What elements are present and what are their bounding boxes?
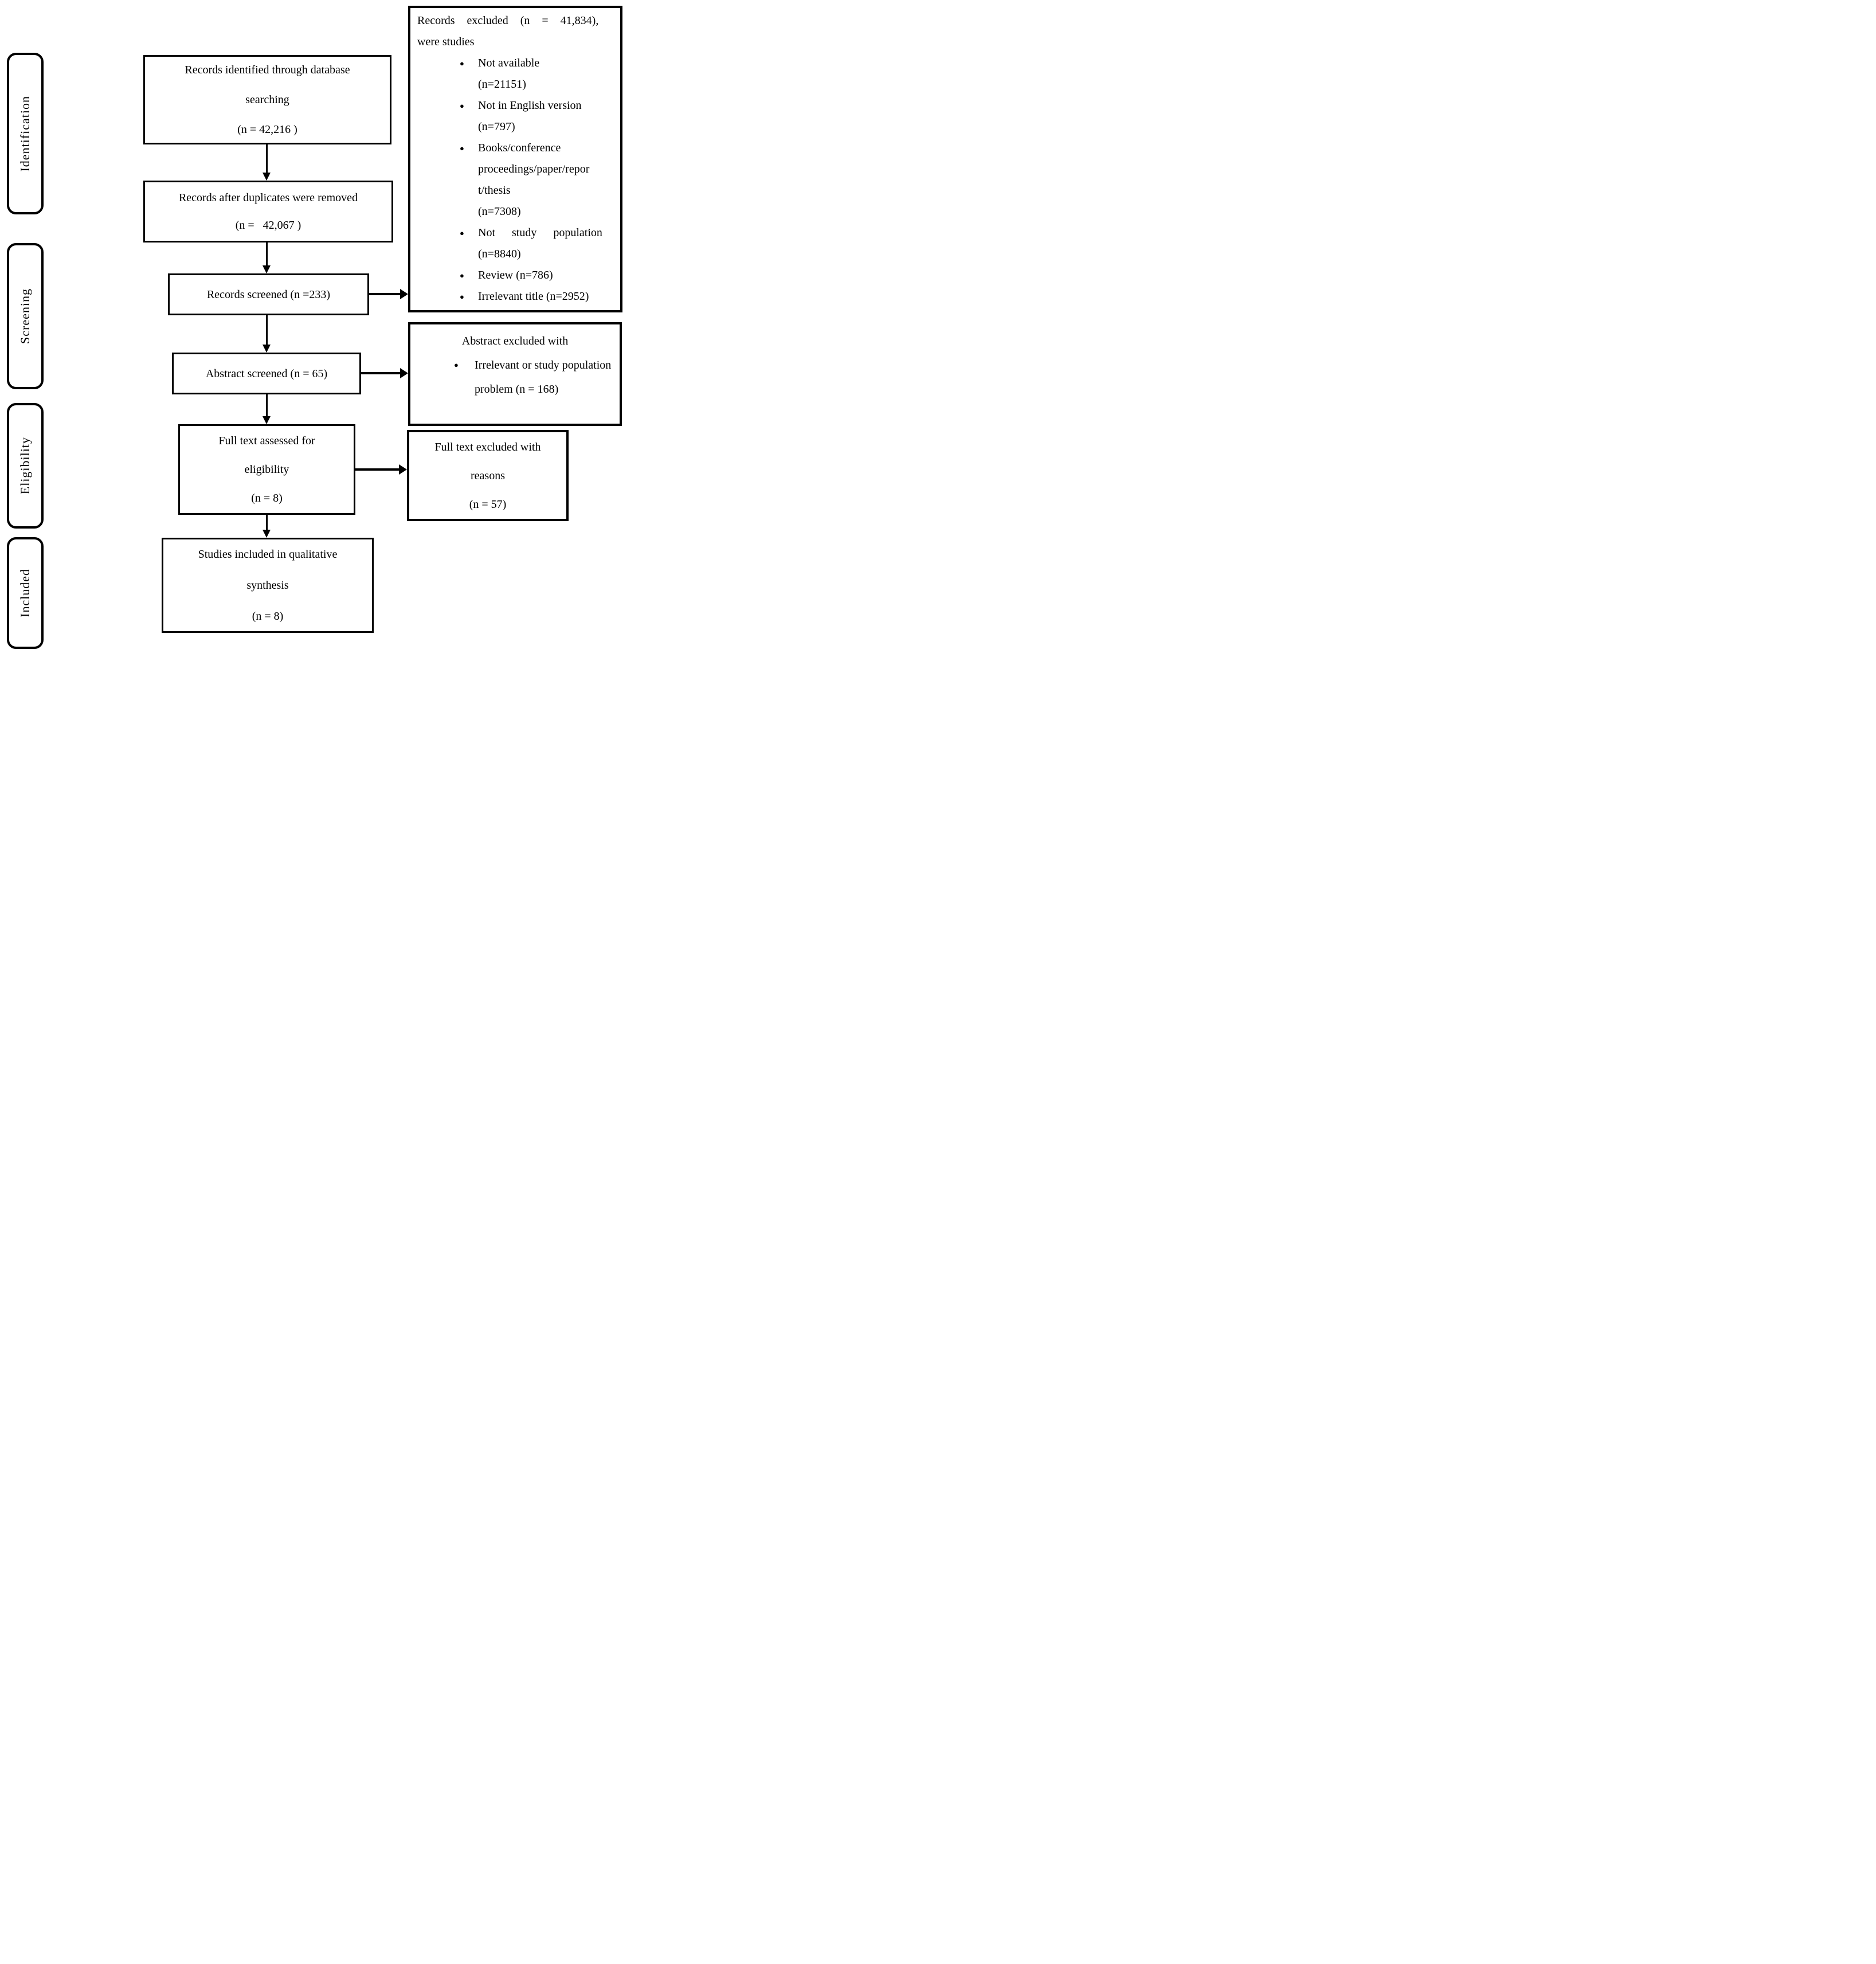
- records-excluded-reason-list: Not available (n=21151) Not in English v…: [417, 53, 613, 307]
- arrow-right-screened-to-excluded: [369, 289, 408, 299]
- exclusion-box-records-excluded: Records excluded (n = 41,834), were stud…: [408, 6, 622, 312]
- records-excluded-title: Records excluded (n = 41,834), were stud…: [417, 14, 599, 48]
- exclusion-reason-item: Not study population (n=8840): [457, 222, 613, 265]
- arrow-down-abstract-to-fulltext: [263, 394, 271, 424]
- exclusion-reason-item: Irrelevant or study population problem (…: [452, 353, 613, 401]
- arrow-right-fulltext-to-excluded: [355, 464, 407, 475]
- flow-box-records-screened: Records screened (n =233): [168, 273, 369, 315]
- flow-box-abstract-screened: Abstract screened (n = 65): [172, 353, 361, 394]
- stage-box-screening: Screening: [7, 243, 44, 389]
- stage-box-identification: Identification: [7, 53, 44, 214]
- exclusion-reason-item: Review (n=786): [457, 265, 613, 286]
- flow-box-records-identified: Records identified through database sear…: [143, 55, 391, 144]
- arrow-down-screened-to-abstract: [263, 315, 271, 353]
- abstract-excluded-reason-list: Irrelevant or study population problem (…: [417, 353, 613, 401]
- exclusion-reason-item: Books/conference proceedings/paper/repor…: [457, 138, 613, 222]
- exclusion-reason-item: Irrelevant title (n=2952): [457, 286, 613, 307]
- exclusion-box-abstract-excluded: Abstract excluded with Irrelevant or stu…: [408, 322, 622, 426]
- abstract-excluded-title: Abstract excluded with: [461, 335, 569, 347]
- arrow-down-fulltext-to-included: [263, 514, 271, 538]
- stage-label-included: Included: [18, 569, 32, 617]
- arrow-right-abstract-to-excluded: [361, 368, 408, 378]
- stage-label-screening: Screening: [18, 288, 32, 344]
- exclusion-reason-item: Not in English version (n=797): [457, 95, 613, 138]
- prisma-flow-diagram: Identification Screening Eligibility Inc…: [0, 0, 625, 655]
- stage-box-eligibility: Eligibility: [7, 403, 44, 529]
- flow-box-records-deduplicated: Records after duplicates were removed (n…: [143, 181, 393, 242]
- stage-label-eligibility: Eligibility: [18, 437, 32, 495]
- flow-box-studies-included: Studies included in qualitative synthesi…: [162, 538, 374, 633]
- exclusion-box-fulltext-excluded: Full text excluded with reasons (n = 57): [407, 430, 569, 521]
- arrow-down-identified-to-deduplicated: [263, 144, 271, 181]
- arrow-down-deduplicated-to-screened: [263, 242, 271, 273]
- stage-box-included: Included: [7, 537, 44, 649]
- stage-label-identification: Identification: [18, 95, 32, 172]
- flow-box-fulltext-assessed: Full text assessed for eligibility (n = …: [178, 424, 355, 515]
- exclusion-reason-item: Not available (n=21151): [457, 53, 613, 95]
